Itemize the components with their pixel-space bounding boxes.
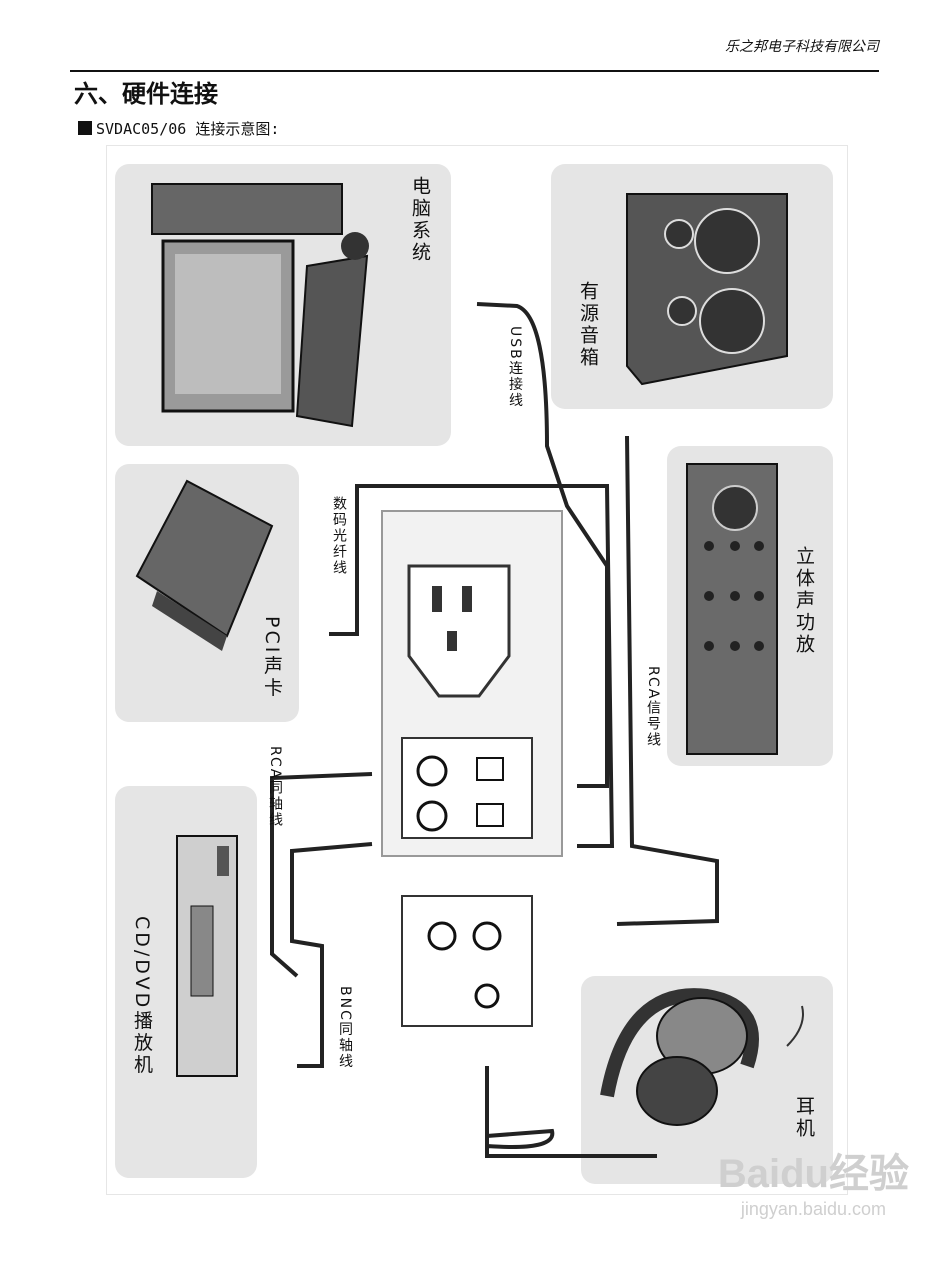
dac-power-socket [407, 564, 511, 698]
dac-usb-port [476, 757, 504, 781]
label-usb-cable: USB连接线 [507, 326, 523, 409]
label-pci-card: PCI声卡 [261, 616, 283, 700]
label-optical-cable: 数码光纤线 [331, 496, 347, 576]
dac-coax-rca-jack [416, 755, 448, 787]
speaker-tweeter-bottom [667, 296, 697, 326]
speaker-woofer-top [694, 208, 760, 274]
label-bnc-coax-cable: BNC同轴线 [337, 986, 353, 1070]
speaker-woofer-bottom [699, 288, 765, 354]
connection-diagram: 电脑系统 有源音箱 立体声功放 PCI声卡 CD/DVD播放机 耳机 USB连接… [106, 145, 848, 1195]
cable-optical [329, 484, 615, 848]
amplifier-volume-knob [712, 485, 758, 531]
cables [270, 302, 719, 1158]
baidu-watermark: Baidu经验 jingyan.baidu.com [718, 1141, 909, 1220]
dac-output-panel [401, 895, 533, 1027]
label-cd-player: CD/DVD播放机 [131, 916, 153, 1077]
dac-rca-out-left [427, 921, 457, 951]
diagram-caption-text: SVDAC05/06 连接示意图: [96, 120, 280, 138]
cable-rca-signal [616, 435, 719, 926]
dac-optical-port [476, 803, 504, 827]
label-speakers: 有源音箱 [577, 281, 599, 369]
computer-tower [151, 183, 343, 235]
label-amplifier: 立体声功放 [793, 546, 815, 656]
dac-bnc-jack [416, 800, 448, 832]
cd-player-tray [190, 905, 214, 997]
amplifier-illustration [686, 463, 778, 755]
label-rca-signal-cable: RCA信号线 [645, 666, 661, 749]
company-name: 乐之邦电子科技有限公司 [725, 39, 879, 55]
dac-unit [381, 510, 563, 1027]
computer-keyboard [295, 254, 369, 428]
section-title: 六、硬件连接 [74, 80, 218, 108]
cable-headphone [485, 1066, 657, 1158]
label-rca-coax-cable: RCA同轴线 [267, 746, 283, 829]
speakers-illustration [626, 193, 788, 386]
diagram-caption: SVDAC05/06 连接示意图: [78, 118, 279, 139]
dac-rca-out-right [472, 921, 502, 951]
cable-rca-coax [270, 772, 373, 978]
dac-headphone-jack [474, 983, 500, 1009]
diagram-drawing [135, 183, 804, 1158]
watermark-url: jingyan.baidu.com [740, 1199, 886, 1219]
computer-illustration [151, 183, 369, 428]
computer-mouse [341, 232, 369, 260]
label-computer: 电脑系统 [409, 176, 431, 264]
label-headphones: 耳机 [793, 1096, 815, 1140]
cd-player-illustration [176, 835, 238, 1077]
watermark-brand: Baidu经验 [717, 1152, 909, 1196]
cable-bnc-coax [290, 842, 373, 1068]
headphones-illustration [600, 988, 804, 1126]
header-rule [70, 70, 879, 72]
pci-card-illustration [135, 479, 274, 651]
square-bullet-icon [78, 121, 92, 135]
headphone-cup-right [636, 1056, 718, 1126]
speaker-tweeter-top [664, 219, 694, 249]
